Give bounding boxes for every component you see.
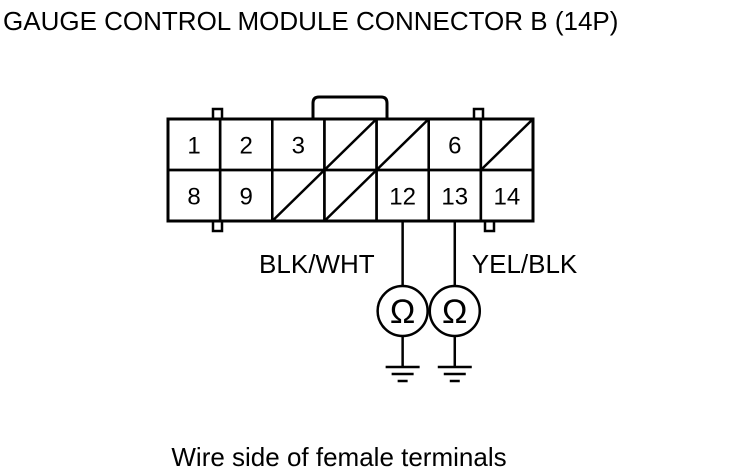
empty-cavity-slash xyxy=(323,118,378,171)
terminal-cell: 14 xyxy=(479,168,535,223)
ohm-symbol: Ω xyxy=(442,293,467,331)
wire-12: BLK/WHT Ω xyxy=(259,221,429,383)
terminal-number: 6 xyxy=(448,133,461,160)
empty-cavity-slash xyxy=(323,169,378,222)
ground-icon xyxy=(385,365,420,383)
diagram-title: GAUGE CONTROL MODULE CONNECTOR B (14P) xyxy=(3,6,618,36)
ground-icon xyxy=(437,365,472,383)
terminal-number: 14 xyxy=(494,184,521,211)
terminal-number: 12 xyxy=(389,184,416,211)
ohm-symbol: Ω xyxy=(390,293,415,331)
wire-color-label: YEL/BLK xyxy=(472,249,578,279)
lock-tab xyxy=(311,95,389,118)
wire-color-label: BLK/WHT xyxy=(259,249,375,279)
empty-cavity-slash xyxy=(375,118,430,171)
empty-cavity-slash xyxy=(271,169,326,222)
terminal-number: 3 xyxy=(292,133,305,160)
terminal-number: 13 xyxy=(441,184,468,211)
terminal-number: 1 xyxy=(187,133,200,160)
terminal-number: 2 xyxy=(240,133,253,160)
terminal-number: 9 xyxy=(240,184,253,211)
empty-cavity-slash xyxy=(479,118,534,171)
terminal-number: 8 xyxy=(187,184,200,211)
diagram-caption: Wire side of female terminals xyxy=(171,442,506,472)
cell-border xyxy=(479,168,535,223)
